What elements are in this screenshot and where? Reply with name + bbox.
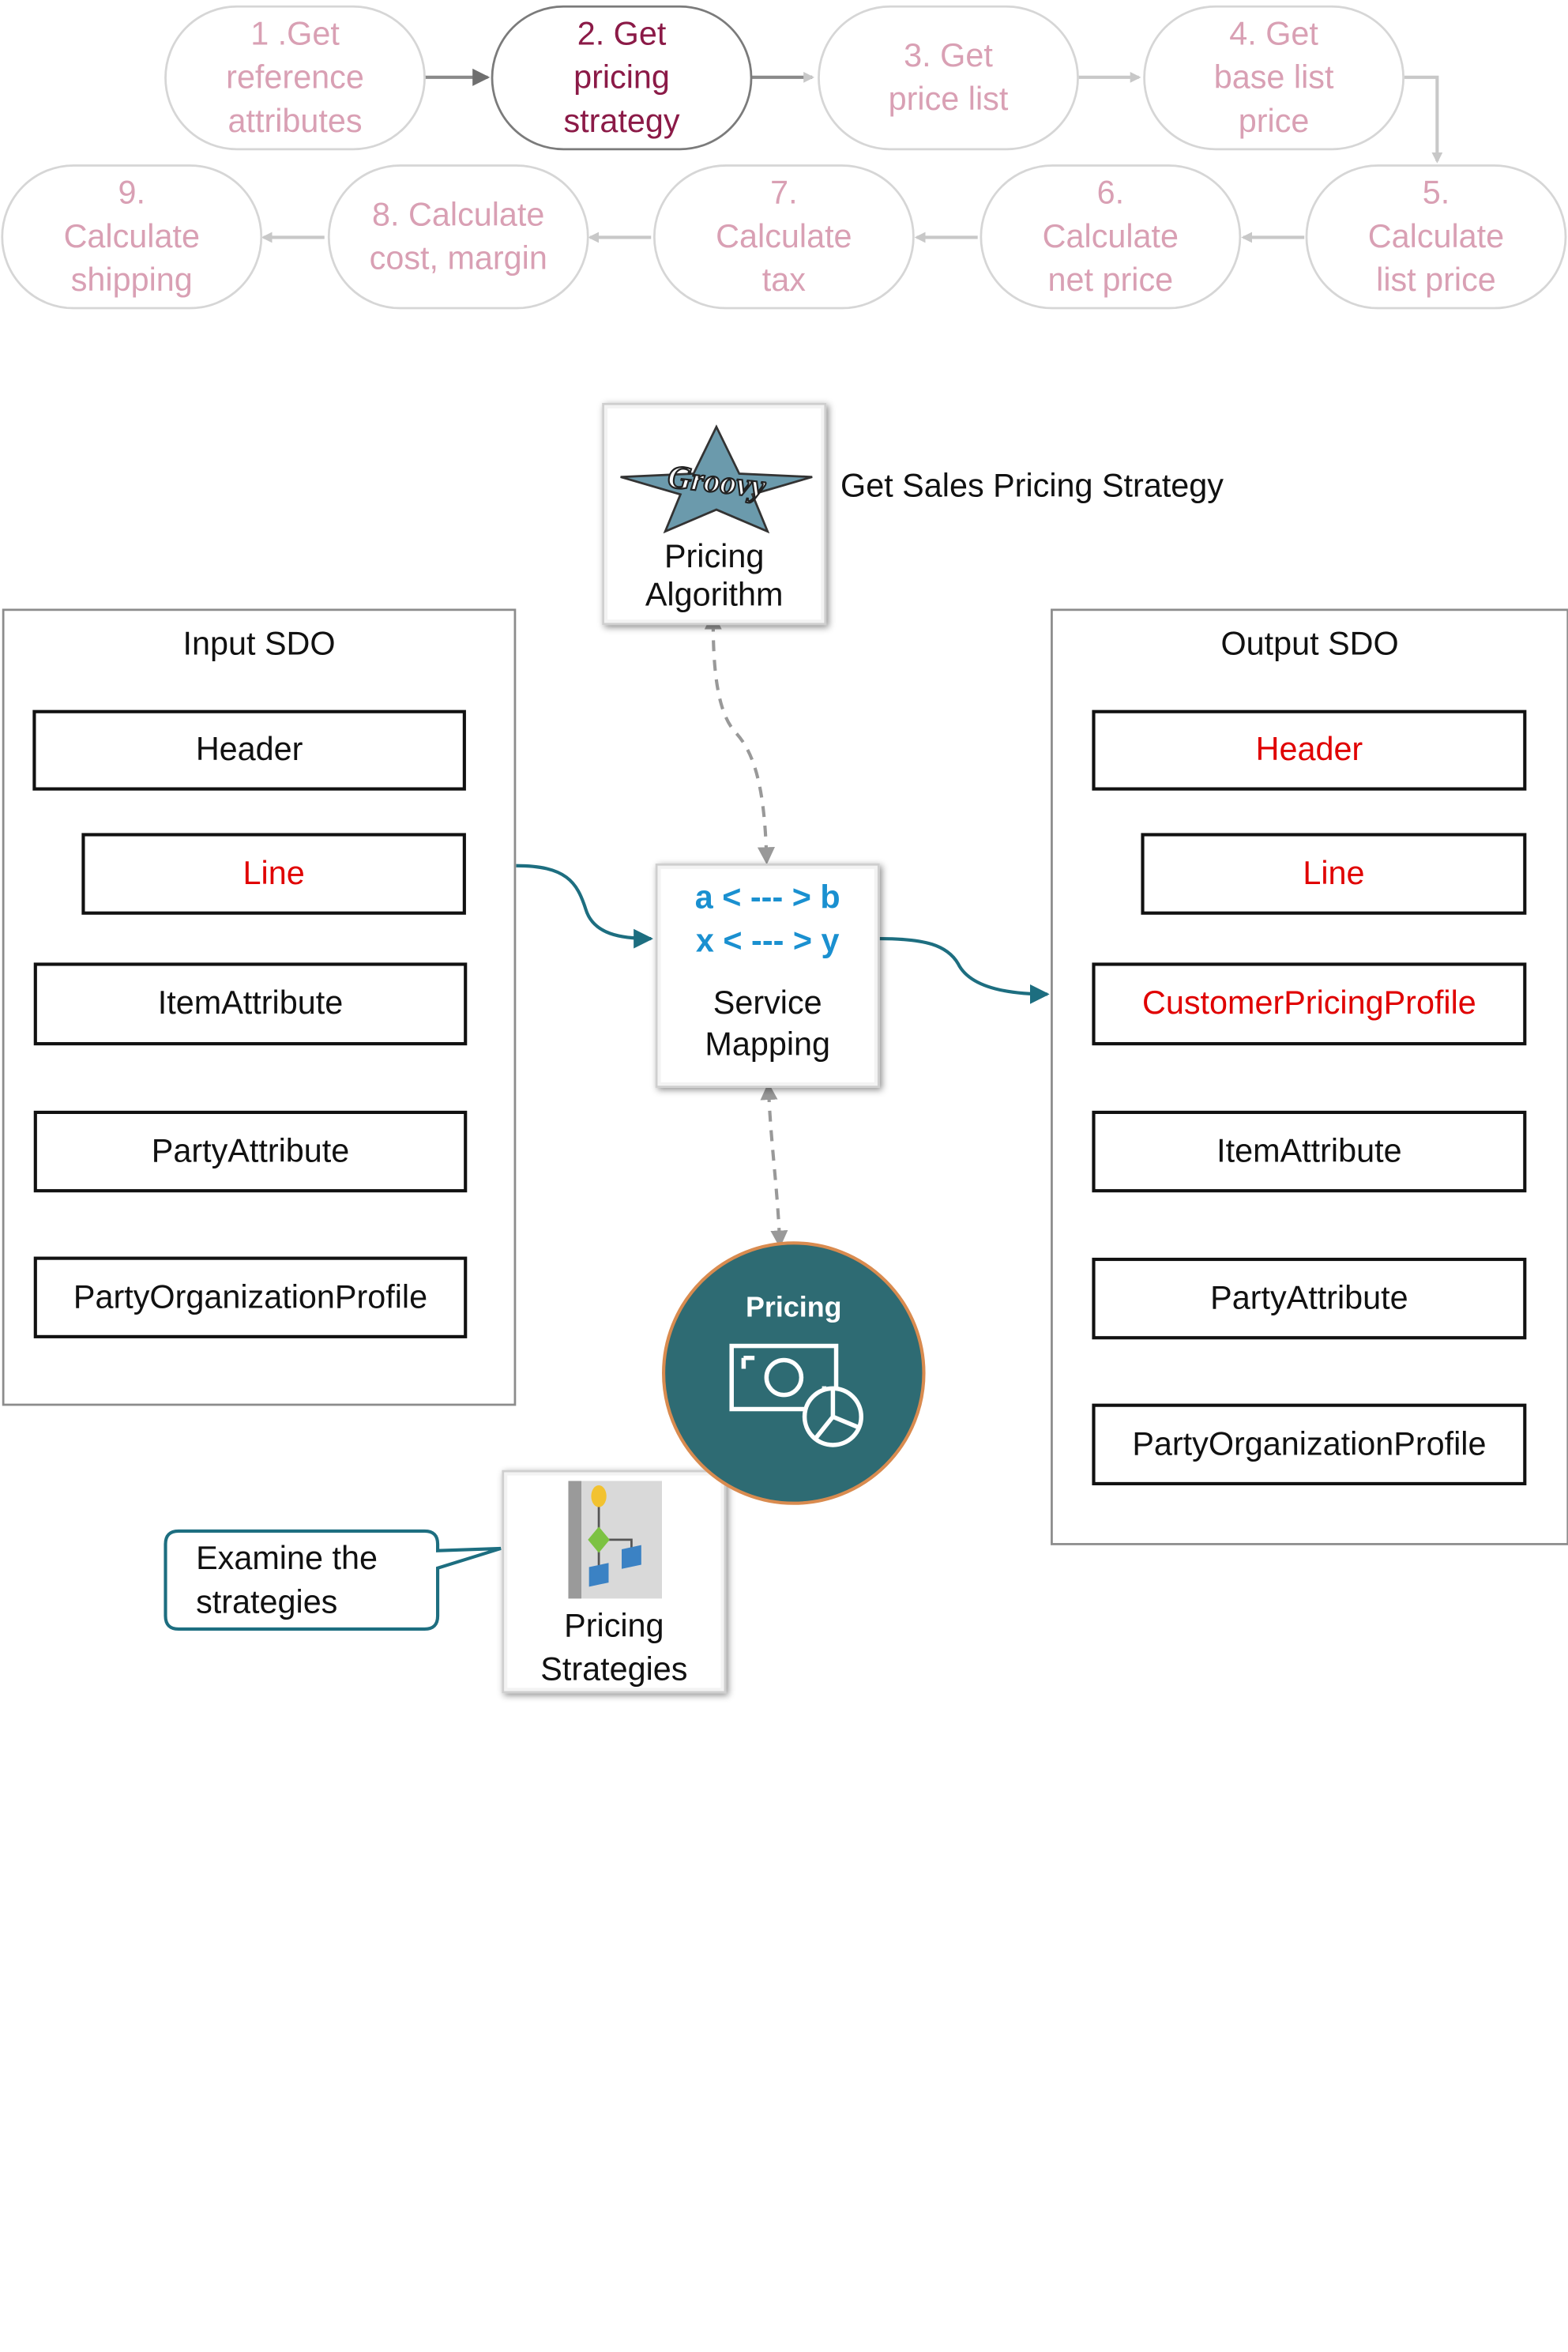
mapping-line-xy: x < --- > y xyxy=(695,923,840,960)
flow-step-label-line: 9. xyxy=(118,175,146,211)
flow-step-6[interactable]: 6. Calculate net price xyxy=(980,164,1242,310)
pricing-strategies-label-line2: Strategies xyxy=(540,1651,688,1688)
flow-step-label-line: 2. Get xyxy=(577,15,667,52)
flow-step-label: 3. Get price list xyxy=(889,34,1009,121)
pricing-algorithm-label-line1: Pricing xyxy=(664,539,765,575)
flow-step-label: 2. Get pricing strategy xyxy=(563,13,679,143)
flow-step-label-line: 3. Get xyxy=(904,37,993,74)
output-sdo-partyorganizationprofile[interactable]: PartyOrganizationProfile xyxy=(1092,1403,1527,1486)
flow-step-4[interactable]: 4. Get base list price xyxy=(1143,5,1405,151)
output-sdo-header[interactable]: Header xyxy=(1092,709,1527,791)
flow-step-label-line: Calculate xyxy=(716,218,852,254)
output-sdo-line[interactable]: Line xyxy=(1141,833,1527,915)
flow-step-label-line: 5. xyxy=(1422,175,1450,211)
input-sdo-partyattribute[interactable]: PartyAttribute xyxy=(33,1110,468,1193)
pricing-algorithm-label: Pricing Algorithm xyxy=(604,538,824,614)
output-sdo-title: Output SDO xyxy=(1220,626,1399,663)
flow-step-8[interactable]: 8. Calculate cost, margin xyxy=(327,164,589,310)
pricing-strategies-label: Pricing Strategies xyxy=(504,1605,724,1692)
pricing-algorithm-tile[interactable]: Groovy Pricing Algorithm xyxy=(602,402,827,626)
input-to-mapping-arrow xyxy=(516,864,653,949)
flow-step-label-line: 6. xyxy=(1096,175,1125,211)
input-sdo-title: Input SDO xyxy=(182,626,336,663)
flow-step-label-line: reference xyxy=(226,59,364,96)
flow-step-label-line: Calculate xyxy=(1042,218,1179,254)
flow-step-label-line: 1 .Get xyxy=(250,15,340,52)
mapping-lines: a < --- > b x < --- > y xyxy=(657,877,877,964)
pricing-algorithm-label-line2: Algorithm xyxy=(645,577,784,613)
output-sdo-itemattribute[interactable]: ItemAttribute xyxy=(1092,1110,1527,1193)
flow-step-label-line: price list xyxy=(888,81,1009,118)
callout-bubble xyxy=(164,1529,502,1631)
strategy-flowchart-icon xyxy=(568,1481,663,1599)
flow-step-label-line: base list xyxy=(1213,59,1334,96)
input-sdo-line[interactable]: Line xyxy=(81,833,466,915)
output-sdo-customerpricingprofile[interactable]: CustomerPricingProfile xyxy=(1092,962,1527,1046)
pricing-strategies-label-line1: Pricing xyxy=(564,1608,664,1645)
flow-step-1[interactable]: 1 .Get reference attributes xyxy=(164,5,426,151)
flow-step-3[interactable]: 3. Get price list xyxy=(818,5,1079,151)
input-sdo-partyorganizationprofile[interactable]: PartyOrganizationProfile xyxy=(33,1256,468,1338)
flow-step-7[interactable]: 7. Calculate tax xyxy=(652,164,915,310)
mapping-to-output-arrow xyxy=(879,937,1050,1004)
mapping-pricing-dashed-arrow xyxy=(760,1082,788,1248)
pricing-circle[interactable]: Pricing xyxy=(662,1241,926,1505)
flow-step-label-line: attributes xyxy=(227,103,363,139)
flow-step-label-line: shipping xyxy=(70,262,193,298)
flow-step-label-line: 8. Calculate xyxy=(372,196,545,233)
money-chart-icon xyxy=(729,1343,863,1447)
flow-step-label: 4. Get base list price xyxy=(1214,13,1334,143)
callout-text-line1: Examine the xyxy=(196,1541,378,1577)
algorithm-mapping-dashed-arrow xyxy=(704,612,776,865)
callout-text: Examine the strategies xyxy=(196,1537,378,1624)
flow-step-label-line: net price xyxy=(1047,262,1174,298)
flow-step-label: 7. Calculate tax xyxy=(716,171,852,302)
flow-step-label-line: 7. xyxy=(770,175,798,211)
flow-step-5[interactable]: 5. Calculate list price xyxy=(1305,164,1567,310)
mapping-line-ab: a < --- > b xyxy=(694,879,840,916)
flow-step-label-line: Calculate xyxy=(1367,218,1505,254)
callout-text-line2: strategies xyxy=(196,1584,338,1620)
service-mapping-label-line2: Mapping xyxy=(705,1026,830,1063)
service-mapping-label-line1: Service xyxy=(713,985,822,1022)
groovy-star-icon: Groovy xyxy=(620,424,813,534)
flow-step-label-line: price xyxy=(1238,103,1310,139)
flow-step-2[interactable]: 2. Get pricing strategy xyxy=(491,5,753,151)
flow-arrow-4-5 xyxy=(1404,75,1443,164)
flow-step-9[interactable]: 9. Calculate shipping xyxy=(1,164,263,310)
flow-step-label: 9. Calculate shipping xyxy=(64,171,200,302)
flow-step-label-line: list price xyxy=(1376,262,1496,298)
flow-step-label: 6. Calculate net price xyxy=(1043,171,1179,302)
algorithm-caption: Get Sales Pricing Strategy xyxy=(840,468,1224,505)
flow-step-label-line: 4. Get xyxy=(1229,15,1318,52)
pricing-strategies-tile[interactable]: Pricing Strategies xyxy=(502,1470,727,1694)
pricing-circle-label: Pricing xyxy=(746,1290,842,1323)
flow-step-label: 1 .Get reference attributes xyxy=(226,13,364,143)
input-sdo-header[interactable]: Header xyxy=(32,709,466,791)
input-sdo-itemattribute[interactable]: ItemAttribute xyxy=(33,962,468,1046)
flow-step-label-line: strategy xyxy=(563,103,680,139)
output-sdo-partyattribute[interactable]: PartyAttribute xyxy=(1092,1257,1527,1340)
service-mapping-label: Service Mapping xyxy=(657,984,877,1067)
flow-step-label: 8. Calculate cost, margin xyxy=(370,194,547,280)
flow-step-label: 5. Calculate list price xyxy=(1368,171,1504,302)
service-mapping-tile[interactable]: a < --- > b x < --- > y Service Mapping xyxy=(655,863,880,1088)
flow-step-label-line: cost, margin xyxy=(369,239,547,277)
flow-step-label-line: pricing xyxy=(573,59,670,96)
flow-step-label-line: tax xyxy=(761,262,806,298)
flow-step-label-line: Calculate xyxy=(63,218,200,254)
